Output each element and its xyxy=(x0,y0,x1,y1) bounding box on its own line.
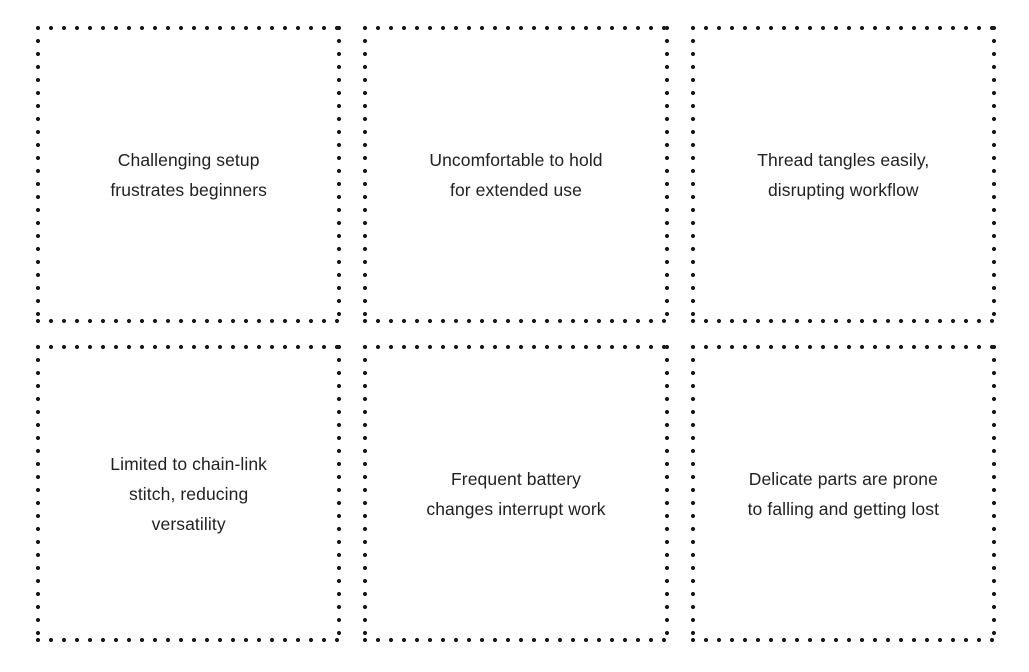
card-2-label: Uncomfortable to hold for extended use xyxy=(429,149,603,200)
card-1-label: Challenging setup frustrates beginners xyxy=(110,149,267,200)
card-3[interactable]: Thread tangles easily, disrupting workfl… xyxy=(690,26,997,323)
card-6[interactable]: Delicate parts are prone to falling and … xyxy=(690,345,997,642)
card-5-label: Frequent battery changes interrupt work xyxy=(426,468,606,519)
card-6-label: Delicate parts are prone to falling and … xyxy=(747,468,940,519)
card-2[interactable]: Uncomfortable to hold for extended use xyxy=(363,26,669,323)
card-4[interactable]: Limited to chain-link stitch, reducing v… xyxy=(36,345,342,642)
card-3-label: Thread tangles easily, disrupting workfl… xyxy=(757,149,930,200)
card-grid: Challenging setup frustrates beginners U… xyxy=(36,26,997,642)
card-5[interactable]: Frequent battery changes interrupt work xyxy=(363,345,669,642)
card-4-label: Limited to chain-link stitch, reducing v… xyxy=(110,453,268,534)
card-1[interactable]: Challenging setup frustrates beginners xyxy=(36,26,342,323)
